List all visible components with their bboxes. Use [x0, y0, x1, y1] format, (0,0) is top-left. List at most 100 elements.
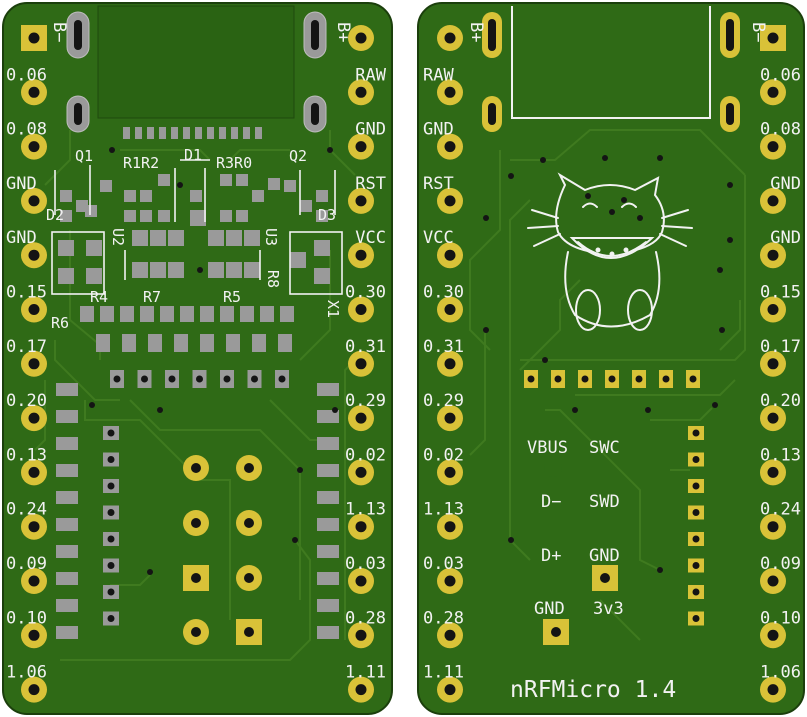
back-left-pins-label-5: 0.30 [423, 283, 464, 303]
refdes-r3r0: R3R0 [216, 154, 252, 172]
refdes-x1: X1 [324, 300, 342, 318]
front-right-pins-label-2: GND [355, 120, 386, 140]
front-left-pin-column [21, 25, 47, 703]
refdes-q1: Q1 [75, 147, 93, 165]
label-swd: SWD [589, 492, 620, 512]
back-left-pins-label-4: VCC [423, 228, 454, 248]
front-left-pins-label-8: 0.13 [6, 445, 47, 465]
front-right-pins-label-4: VCC [355, 228, 386, 248]
back-right-pins-label-2: 0.08 [760, 120, 801, 140]
front-left-pins-label-2: 0.08 [6, 120, 47, 140]
label-dplus: D+ [541, 546, 561, 566]
front-right-pins-label-5: 0.30 [345, 283, 386, 303]
back-right-pins-label-1: 0.06 [760, 65, 801, 85]
back-right-pins-label-3: GND [770, 174, 801, 194]
front-right-pins-label-1: RAW [355, 65, 386, 85]
back-right-pins-label-10: 0.09 [760, 554, 801, 574]
label-swc: SWC [589, 438, 620, 458]
front-left-pins-label-10: 0.09 [6, 554, 47, 574]
back-right-pins-label-8: 0.13 [760, 445, 801, 465]
front-refdes: Q1 Q2 R1R2 D1 R3R0 D2 D3 U2 U3 R4 R7 R5 … [46, 146, 342, 332]
back-right-pins-label-5: 0.15 [760, 283, 801, 303]
front-left-pins-label-0: B− [49, 22, 69, 42]
front-left-pins-label-5: 0.15 [6, 283, 47, 303]
back-left-pins-label-8: 0.02 [423, 445, 464, 465]
front-board: Q1 Q2 R1R2 D1 R3R0 D2 D3 U2 U3 R4 R7 R5 … [2, 2, 393, 715]
front-right-pins-label-0: B+ [333, 22, 353, 42]
back-left-pins-label-6: 0.31 [423, 337, 464, 357]
usb-outline [511, 6, 711, 119]
refdes-r7: R7 [143, 288, 161, 306]
label-3v3: 3v3 [593, 599, 624, 619]
module-castellated-pads [56, 383, 339, 639]
refdes-r4: R4 [90, 288, 108, 306]
front-left-pins-label-11: 0.10 [6, 608, 47, 628]
refdes-r5: R5 [223, 288, 241, 306]
usb-mount-slots [66, 11, 327, 133]
front-left-pins-label-6: 0.17 [6, 337, 47, 357]
front-left-pins-label-3: GND [6, 174, 37, 194]
back-right-pins-label-12: 1.06 [760, 663, 801, 683]
front-center-pads [183, 455, 262, 645]
back-right-pins-label-6: 0.17 [760, 337, 801, 357]
refdes-d2: D2 [46, 206, 64, 224]
usb-connector [97, 5, 295, 119]
front-right-pins-label-9: 1.13 [345, 500, 386, 520]
label-gnd-1: GND [589, 546, 620, 566]
refdes-q2: Q2 [289, 147, 307, 165]
back-left-pins-label-1: RAW [423, 65, 454, 85]
front-left-pins-label-7: 0.20 [6, 391, 47, 411]
front-right-pins-label-10: 0.03 [345, 554, 386, 574]
refdes-r6: R6 [51, 314, 69, 332]
back-programming-header [524, 370, 700, 388]
label-dminus: D− [541, 492, 561, 512]
front-right-pins-label-6: 0.31 [345, 337, 386, 357]
front-right-pins-label-7: 0.29 [345, 391, 386, 411]
back-left-pin-column [437, 25, 463, 703]
refdes-r8: R8 [264, 270, 282, 288]
front-right-pins-label-8: 0.02 [345, 445, 386, 465]
refdes-u2: U2 [109, 228, 127, 246]
smd-component-pads [58, 174, 330, 352]
back-test-pads [543, 459, 618, 645]
front-right-pins-label-12: 1.11 [345, 663, 386, 683]
back-left-pins-label-7: 0.29 [423, 391, 464, 411]
back-right-pins-label-11: 0.10 [760, 608, 801, 628]
refdes-u3: U3 [262, 228, 280, 246]
front-right-pin-column [348, 25, 374, 703]
swd-header-pads [103, 426, 119, 626]
back-left-pins-label-9: 1.13 [423, 500, 464, 520]
back-right-pins-label-0: B− [748, 22, 768, 42]
back-left-pins-label-2: GND [423, 120, 454, 140]
back-right-pins-label-4: GND [770, 228, 801, 248]
back-left-pins-label-10: 0.03 [423, 554, 464, 574]
back-left-pins-label-12: 1.11 [423, 663, 464, 683]
front-left-pins-label-1: 0.06 [6, 65, 47, 85]
back-left-pins-label-11: 0.28 [423, 608, 464, 628]
refdes-r1r2: R1R2 [123, 154, 159, 172]
cat-eating-watermelon-icon [527, 172, 693, 331]
back-board: VBUS SWC D− SWD D+ GND GND 3v3 nRFMicro … [417, 2, 805, 715]
back-vias [483, 155, 733, 573]
refdes-d1: D1 [184, 146, 202, 164]
back-right-pin-column [760, 25, 786, 703]
back-right-pins-label-7: 0.20 [760, 391, 801, 411]
front-left-pins-label-9: 0.24 [6, 500, 47, 520]
programming-header-pads [110, 370, 289, 388]
back-right-pins-label-9: 0.24 [760, 500, 801, 520]
label-gnd-2: GND [534, 599, 565, 619]
front-silk-outlines [51, 159, 343, 295]
back-swd-header [688, 426, 704, 626]
front-right-pins-label-11: 0.28 [345, 608, 386, 628]
back-left-pins-label-3: RST [423, 174, 454, 194]
front-right-pins-label-3: RST [355, 174, 386, 194]
board-title: nRFMicro 1.4 [510, 677, 676, 703]
front-left-pins-label-4: GND [6, 228, 37, 248]
back-pad-labels: VBUS SWC D− SWD D+ GND GND 3v3 [527, 438, 624, 619]
label-vbus: VBUS [527, 438, 568, 458]
refdes-d3: D3 [318, 206, 336, 224]
front-left-pins-label-12: 1.06 [6, 663, 47, 683]
usb-signal-pads [123, 127, 262, 139]
back-left-pins-label-0: B+ [466, 22, 486, 42]
